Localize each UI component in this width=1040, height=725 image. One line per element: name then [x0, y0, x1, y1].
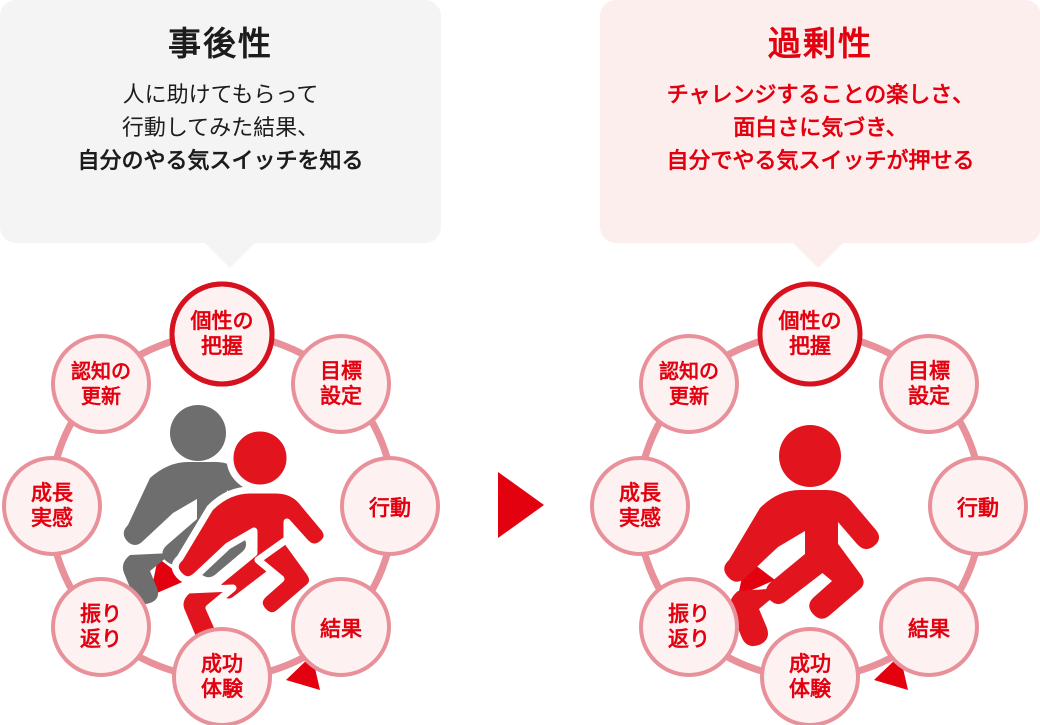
transition-arrow-icon — [498, 472, 544, 538]
panel-body-right: チャレンジすることの楽しさ、 面白さに気づき、 自分でやる気スイッチが押せる — [610, 78, 1031, 178]
cycle-node-furikaeri-line1-2: 振り — [668, 603, 710, 626]
cycle-node-kosei-line1: 個性の — [190, 309, 254, 333]
cycle-node-seichou-line2-2: 実感 — [619, 506, 661, 530]
cycle-node-furikaeri[interactable]: 振り 返り — [51, 577, 151, 677]
cycle-node-kosei-line1-2: 個性の — [778, 309, 842, 333]
cycle-node-seichou-line2: 実感 — [31, 506, 73, 530]
cycle-node-mokuhyou-line2-2: 設定 — [908, 384, 950, 408]
panel-right-tail — [792, 242, 844, 268]
cycle-node-seikou-line2-2: 体験 — [789, 677, 832, 701]
cycle-diagram-after: 個性の 把握 目標 設定 行動 結果 成功 体験 振り 返り 成長 — [588, 270, 1040, 725]
cycle-node-ninchi-line1-2: 認知の — [659, 359, 719, 383]
cycle-node-kosei-line2-2: 把握 — [789, 334, 831, 358]
cycle-node-seichou[interactable]: 成長 実感 — [590, 456, 690, 556]
cycle-node-ninchi[interactable]: 認知の 更新 — [51, 334, 151, 434]
cycle-node-seikou-line2: 体験 — [201, 677, 244, 701]
red-running-person-icon — [171, 424, 331, 648]
cycle-node-furikaeri-line1: 振り — [80, 603, 122, 626]
cycle-node-seichou-line1-2: 成長 — [619, 481, 662, 505]
cycle-node-mokuhyou-line1: 目標 — [320, 359, 362, 383]
cycle-node-ninchi-line2: 更新 — [81, 384, 121, 408]
cycle-node-seichou[interactable]: 成長 実感 — [2, 456, 102, 556]
panel-left-tail — [204, 242, 256, 268]
panel-body-left: 人に助けてもらって 行動してみた結果、 自分のやる気スイッチを知る — [10, 78, 431, 178]
cycle-node-kosei-line2: 把握 — [201, 334, 243, 358]
cycle-node-ninchi-line1: 認知の — [71, 359, 131, 383]
cycle-node-koudou[interactable]: 行動 — [928, 456, 1028, 556]
cycle-node-kekka-line1: 結果 — [320, 617, 362, 641]
cycle-diagram-before: 個性の 把握 目標 設定 行動 結果 成功 体験 振り 返り — [0, 270, 460, 725]
cycle-node-furikaeri-line2-2: 返り — [668, 628, 710, 651]
cycle-arrowhead-top — [150, 558, 187, 596]
cycle-node-kosei[interactable]: 個性の 把握 — [757, 281, 863, 387]
panel-title-right: 過剰性 — [768, 25, 873, 62]
panel-left-line-3: 自分のやる気スイッチを知る — [77, 148, 364, 174]
cycle-node-seikou[interactable]: 成功 体験 — [760, 627, 860, 725]
cycle-node-mokuhyou-line1-2: 目標 — [908, 359, 950, 383]
panel-right-line-3: 自分でやる気スイッチが押せる — [666, 148, 975, 174]
cycle-node-seichou-line1: 成長 — [31, 481, 74, 505]
cycle-node-kosei-ring — [169, 281, 275, 387]
cycle-node-mokuhyou-line2: 設定 — [320, 384, 362, 408]
cycle-node-kekka-line1-2: 結果 — [908, 617, 950, 641]
cycle-node-furikaeri[interactable]: 振り 返り — [639, 577, 739, 677]
panel-left-line-2: 行動してみた結果、 — [121, 115, 320, 141]
panel-title-left: 事後性 — [168, 25, 273, 62]
cycle-node-koudou[interactable]: 行動 — [340, 456, 440, 556]
cycle-node-koudou-line1-2: 行動 — [956, 496, 999, 520]
cycle-node-seikou-line1: 成功 — [201, 652, 243, 676]
panel-right-line-1: チャレンジすることの楽しさ、 — [666, 81, 975, 107]
panel-after-the-fact: 事後性 人に助けてもらって 行動してみた結果、 自分のやる気スイッチを知る — [0, 0, 441, 243]
cycle-node-koudou-line1: 行動 — [368, 496, 411, 520]
cycle-node-ninchi[interactable]: 認知の 更新 — [639, 334, 739, 434]
cycle-node-mokuhyou[interactable]: 目標 設定 — [291, 334, 391, 434]
panel-left-line-1: 人に助けてもらって — [122, 81, 319, 107]
cycle-node-furikaeri-line2: 返り — [80, 628, 122, 651]
cycle-node-kekka[interactable]: 結果 — [291, 577, 391, 677]
panel-excessiveness: 過剰性 チャレンジすることの楽しさ、 面白さに気づき、 自分でやる気スイッチが押… — [600, 0, 1040, 243]
cycle-node-kekka[interactable]: 結果 — [879, 577, 979, 677]
panel-right-line-2: 面白さに気づき、 — [733, 115, 908, 141]
red-running-person-icon — [724, 425, 880, 647]
cycle-node-ninchi-line2-2: 更新 — [669, 384, 709, 408]
cycle-node-seikou[interactable]: 成功 体験 — [172, 627, 272, 725]
cycle-node-seikou-line1-2: 成功 — [789, 652, 831, 676]
cycle-node-mokuhyou[interactable]: 目標 設定 — [879, 334, 979, 434]
